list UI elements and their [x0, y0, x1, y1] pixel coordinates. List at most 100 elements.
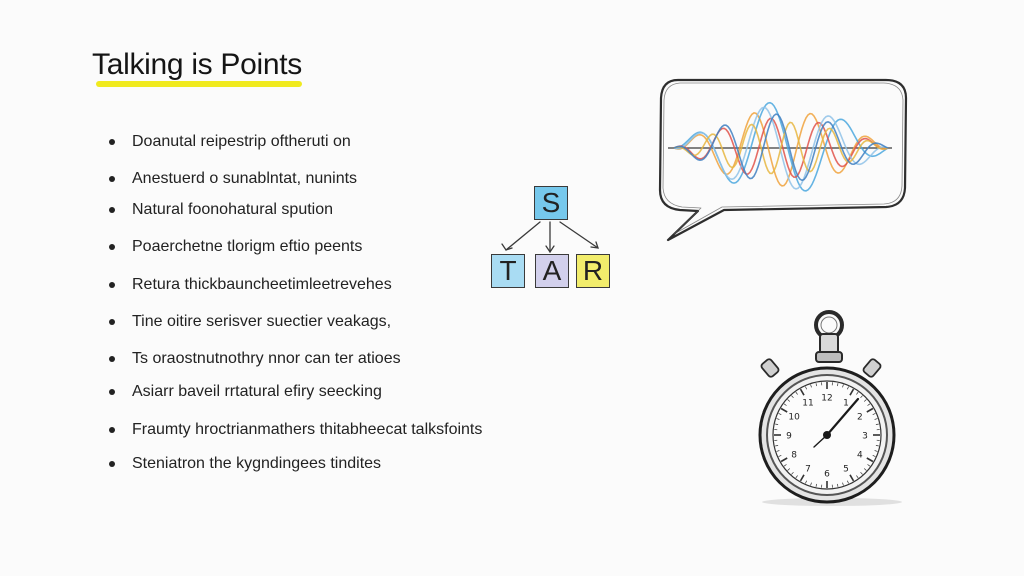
dial-tick: [810, 482, 812, 486]
dial-tick: [860, 395, 863, 399]
list-item-text: Ts oraostnutnothry nnor can ter atioes: [132, 350, 401, 367]
dial-tick: [776, 450, 780, 452]
bullet-dot: [109, 139, 115, 145]
dial-tick: [856, 391, 859, 395]
list-item-text: Asiarr baveil rrtatural efiry seecking: [132, 383, 382, 400]
diagram-letter: A: [542, 255, 562, 286]
list-item: Tine oitire serisver suectier veakags,: [109, 313, 391, 331]
speech-bubble-soundwave-icon: [654, 72, 910, 246]
dial-number: 2: [857, 413, 863, 423]
title-underline: [96, 81, 302, 87]
dial-number: 8: [791, 451, 797, 461]
dial-tick: [856, 475, 859, 479]
dial-tick: [795, 475, 798, 479]
list-item-text: Steniatron the kygndingees tindites: [132, 455, 382, 472]
dial-number: 11: [802, 399, 813, 409]
list-item-text: Anestuerd o sunablntat, nunints: [132, 170, 358, 187]
speech-bubble-drawing: [658, 78, 908, 242]
sound-wave-line: [673, 112, 889, 187]
dial-tick: [846, 480, 849, 484]
bullet-dot: [109, 356, 115, 362]
slide-title: Talking is Points: [92, 48, 302, 81]
dial-tick: [849, 474, 855, 482]
list-item: Poaerchetne tlorigm eftio peents: [109, 238, 362, 256]
dial-tick: [867, 403, 871, 406]
diagram-box-s: S: [534, 186, 568, 220]
dial-tick: [775, 445, 779, 447]
dial-tick: [875, 445, 879, 447]
bullet-dot: [109, 389, 115, 395]
dial-tick: [805, 386, 808, 390]
list-item: Steniatron the kygndingees tindites: [109, 455, 381, 473]
list-item: Anestuerd o sunablntat, nunints: [109, 170, 357, 188]
dial-tick: [874, 450, 878, 452]
dial-tick: [795, 391, 798, 395]
bullet-dot: [109, 427, 115, 433]
dial-tick: [842, 482, 844, 486]
list-item-text: Retura thickbauncheetimleetrevehes: [132, 276, 392, 293]
dial-tick: [849, 388, 855, 396]
dial-number: 5: [843, 464, 849, 474]
list-item-text: Tine oitire serisver suectier veakags,: [132, 313, 392, 330]
dial-tick: [780, 407, 788, 413]
dial-number: 10: [788, 413, 800, 423]
dial-tick: [874, 418, 878, 420]
dial-tick: [846, 386, 849, 390]
bullet-dot: [109, 176, 115, 182]
dial-number: 7: [805, 464, 811, 474]
dial-tick: [810, 384, 812, 388]
list-item: Fraumty hroctrianmathers thitabheecat ta…: [109, 421, 482, 439]
dial-number: 4: [857, 451, 863, 461]
list-item-text: Natural foonohatural spution: [132, 201, 334, 218]
list-item-text: Fraumty hroctrianmathers thitabheecat ta…: [132, 421, 483, 438]
dial-tick: [837, 383, 839, 387]
dial-tick: [799, 388, 805, 396]
diagram-box-t: T: [491, 254, 525, 288]
dial-tick: [791, 471, 794, 475]
dial-tick: [863, 468, 867, 471]
star-diagram: S T A R: [488, 182, 614, 292]
bullet-dot: [109, 244, 115, 250]
sound-wave-line: [673, 113, 889, 182]
dial-tick: [872, 413, 876, 416]
dial-tick: [872, 454, 876, 457]
list-item: Asiarr baveil rrtatural efiry seecking: [109, 383, 382, 401]
dial-tick: [815, 383, 817, 387]
dial-tick: [875, 423, 879, 425]
list-item-text: Doanutal reipestrip oftheruti on: [132, 133, 351, 150]
dial-tick: [778, 413, 782, 416]
dial-tick: [783, 464, 787, 467]
dial-tick: [805, 480, 808, 484]
dial-tick: [815, 483, 817, 487]
bullet-dot: [109, 282, 115, 288]
dial-tick: [866, 457, 874, 463]
dial-tick: [842, 384, 844, 388]
diagram-arrows: [501, 221, 599, 254]
diagram-letter: R: [582, 255, 604, 286]
dial-tick: [863, 399, 867, 402]
dial-tick: [775, 423, 779, 425]
list-item: Natural foonohatural spution: [109, 201, 333, 219]
list-item: Ts oraostnutnothry nnor can ter atioes: [109, 350, 401, 368]
bullet-dot: [109, 207, 115, 213]
list-item-text: Poaerchetne tlorigm eftio peents: [132, 238, 363, 255]
diagram-box-r: R: [576, 254, 610, 288]
dial-tick: [837, 483, 839, 487]
dial-tick: [787, 468, 791, 471]
dial-tick: [867, 464, 871, 467]
diagram-letter: T: [499, 255, 517, 286]
dial-number: 1: [843, 399, 849, 409]
bullet-dot: [109, 461, 115, 467]
dial-tick: [776, 418, 780, 420]
dial-number: 6: [824, 470, 830, 480]
dial-tick: [783, 403, 787, 406]
dial-tick: [778, 454, 782, 457]
dial-number: 12: [821, 394, 832, 404]
dial-tick: [799, 474, 805, 482]
dial-tick: [787, 399, 791, 402]
dial-tick: [866, 407, 874, 413]
diagram-box-a: A: [535, 254, 569, 288]
